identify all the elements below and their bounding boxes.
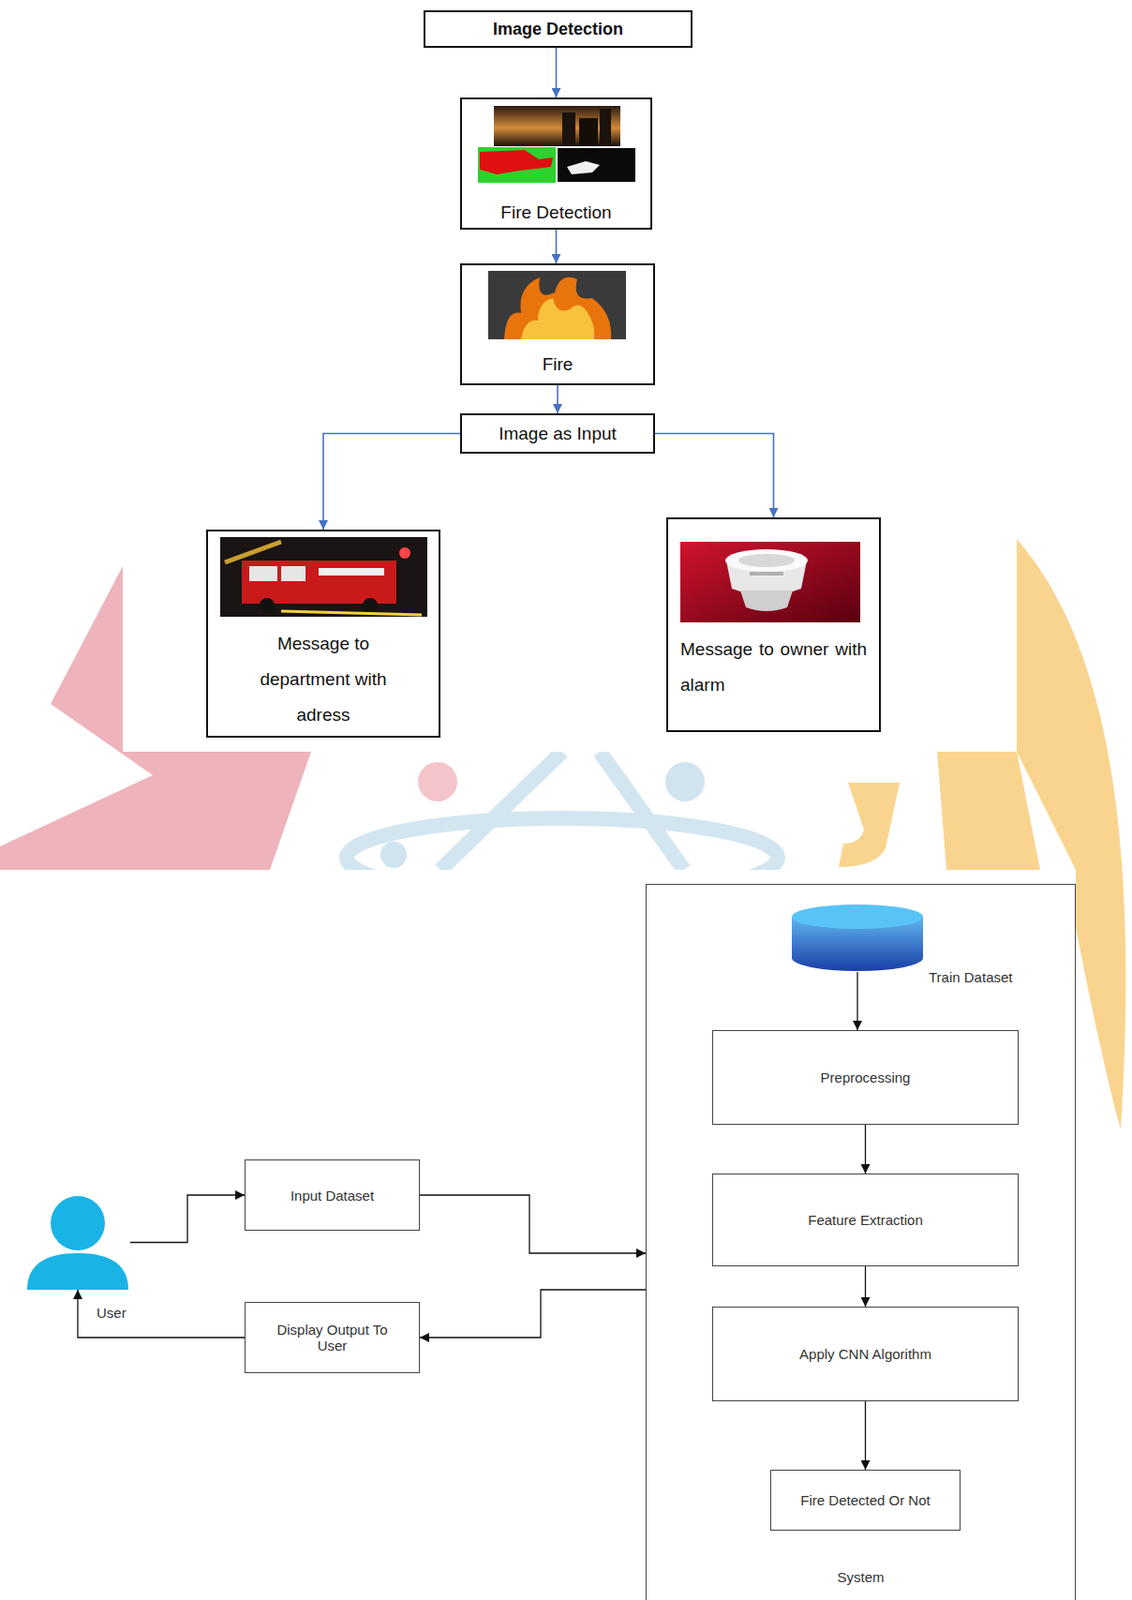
process-box: Input Dataset <box>244 1159 420 1231</box>
image-box: Message to department with adress <box>206 529 441 738</box>
connector-arrow <box>323 433 461 531</box>
node-label: Fire Detected Or Not <box>800 1491 930 1508</box>
connector-arrow <box>419 1289 646 1338</box>
process-box: Display Output To User <box>244 1301 420 1373</box>
node-label: Message to owner with alarm <box>680 631 867 703</box>
image-box: Fire <box>460 263 656 386</box>
node-label: Display Output To User <box>271 1321 394 1355</box>
user-actor: User <box>25 1194 131 1290</box>
database-node: Train Dataset <box>790 903 924 972</box>
node-label: User <box>96 1304 127 1321</box>
image-box: Fire Detection <box>460 97 653 230</box>
user-icon <box>25 1194 131 1290</box>
node-label: Feature Extraction <box>807 1211 924 1228</box>
fire-truck-picture <box>220 536 428 617</box>
node-label: System <box>646 1568 1075 1585</box>
connector-arrow <box>419 1194 646 1253</box>
node-label: Train Dataset <box>928 968 1013 985</box>
result-box: Fire Detected Or Not <box>770 1469 961 1531</box>
connector-arrow <box>555 229 558 264</box>
flame-picture <box>488 270 626 340</box>
fire-detection-photos <box>477 105 636 183</box>
connector-arrow <box>864 1266 866 1307</box>
node-label: Input Dataset <box>290 1187 374 1204</box>
node-label: Fire <box>542 354 574 375</box>
process-box: Apply CNN Algorithm <box>712 1306 1019 1401</box>
connector-arrow <box>77 1289 245 1338</box>
connector-arrow <box>555 47 558 98</box>
node-label: Image as Input <box>498 423 617 445</box>
connector-arrow <box>864 1124 866 1174</box>
smoke-detector-picture <box>680 541 861 623</box>
image-box: Message to owner with alarm <box>666 517 881 732</box>
connector-arrow <box>655 433 775 519</box>
connector-arrow <box>130 1194 245 1243</box>
node-label: Preprocessing <box>820 1069 911 1086</box>
system-container: System Train DatasetPreprocessingFeature … <box>645 883 1076 1600</box>
database-cylinder <box>790 903 924 972</box>
node-label: Fire Detection <box>500 202 611 224</box>
process-box: Preprocessing <box>712 1029 1019 1125</box>
node-label: Image Detection <box>492 19 624 40</box>
process-box: Feature Extraction <box>712 1173 1019 1267</box>
node-label: Message to department with adress <box>239 625 407 733</box>
connector-arrow <box>864 1400 866 1470</box>
connector-arrow <box>856 971 858 1030</box>
title-box: Image Detection <box>423 10 693 48</box>
connector-arrow <box>556 385 559 414</box>
node-label: Apply CNN Algorithm <box>799 1345 932 1362</box>
process-box: Image as Input <box>460 413 656 454</box>
